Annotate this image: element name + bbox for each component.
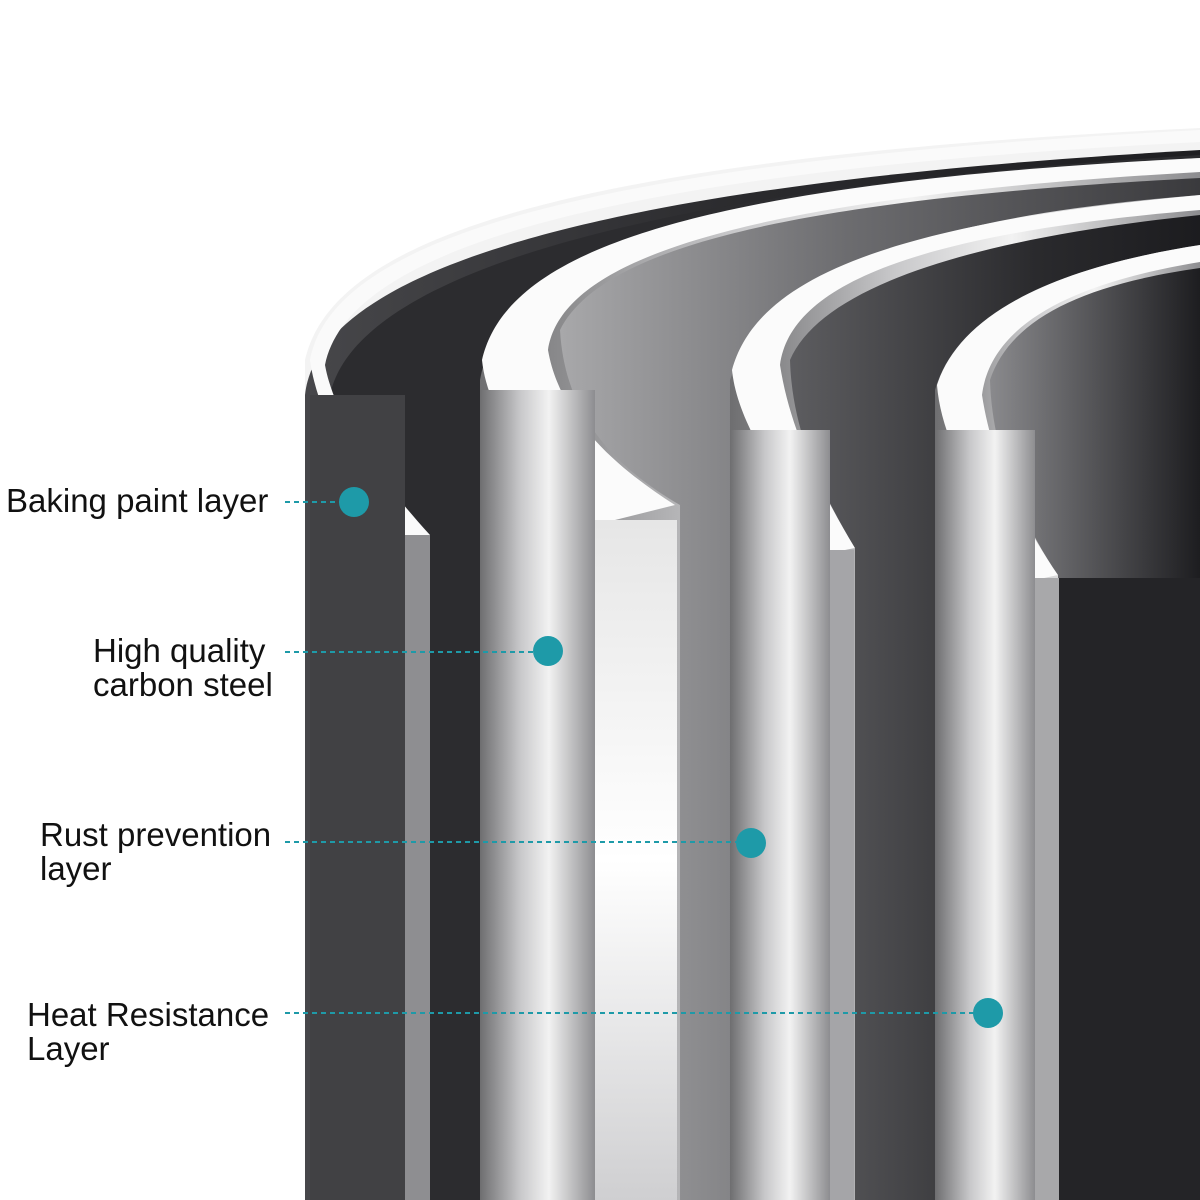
callout-dot-baking-paint xyxy=(339,487,369,517)
callout-dot-rust-prevention xyxy=(736,828,766,858)
label-heat-resistance-layer: Heat Resistance Layer xyxy=(27,998,269,1066)
heat-resistance-layer xyxy=(935,245,1200,1200)
label-rust-prevention-layer: Rust prevention layer xyxy=(40,818,271,886)
label-baking-paint-layer: Baking paint layer xyxy=(6,484,268,518)
callout-dot-carbon-steel xyxy=(533,636,563,666)
callout-dot-heat-resistance xyxy=(973,998,1003,1028)
label-carbon-steel: High quality carbon steel xyxy=(93,634,273,702)
